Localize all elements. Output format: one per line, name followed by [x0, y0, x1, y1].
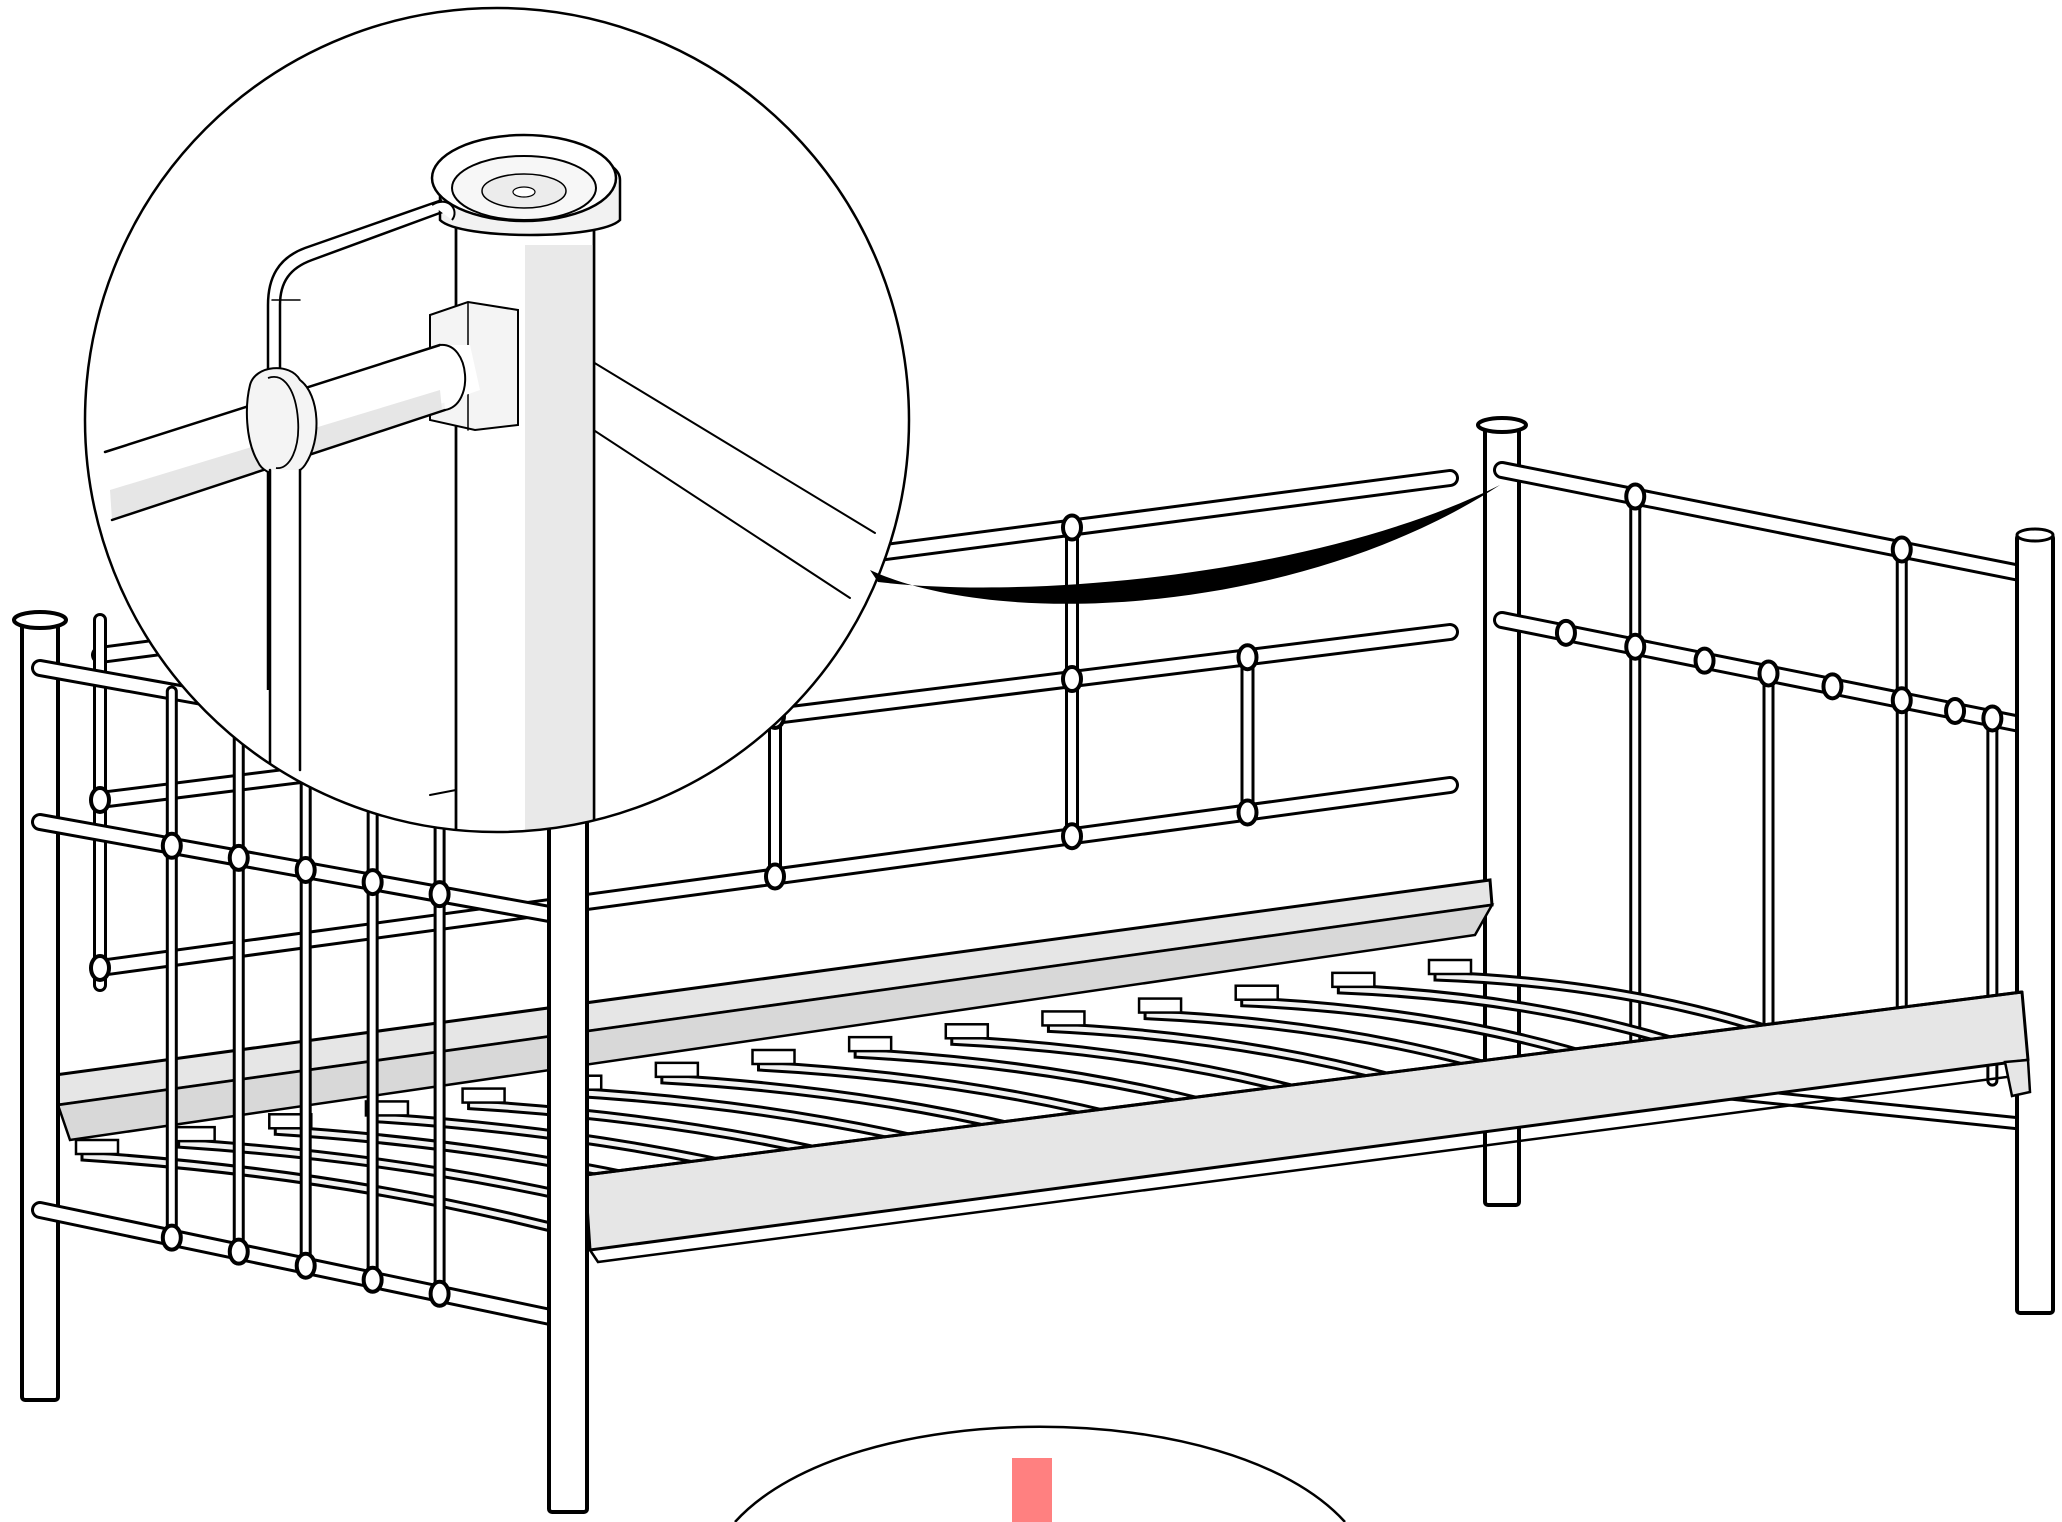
clamp-ring	[1757, 659, 1780, 688]
clamp-ring	[227, 1237, 250, 1266]
clamp-ring	[294, 855, 317, 884]
back-ring	[1061, 513, 1083, 542]
back-left-post	[20, 612, 60, 1402]
detail-magnifier	[83, 6, 911, 834]
clamp-ring	[1981, 704, 2004, 733]
detail-leader-band	[870, 485, 1500, 604]
post-cap	[12, 610, 68, 630]
clamp-ring	[160, 831, 183, 860]
clamp-ring	[89, 786, 111, 814]
clamp-ring	[1624, 632, 1647, 661]
front-right-post	[2015, 527, 2055, 1315]
back-ring	[1061, 822, 1083, 851]
second-detail-magnifier	[734, 1425, 1346, 1522]
clamp-ring	[428, 1279, 451, 1308]
clamp-ring	[361, 868, 384, 897]
right-end-panel	[1493, 461, 2055, 1315]
slat-base	[74, 958, 1782, 1242]
clamp-ring	[428, 880, 451, 909]
clamp-ring	[1944, 696, 1967, 725]
clamp-ring	[361, 1265, 384, 1294]
clamp-ring	[1554, 618, 1577, 647]
clamp-ring	[89, 954, 111, 982]
clamp-ring	[1890, 535, 1913, 564]
clamp-ring	[1236, 643, 1259, 672]
clamp-ring	[1236, 798, 1259, 827]
clamp-ring	[1890, 686, 1913, 715]
clamp-ring	[1624, 482, 1647, 511]
joint-close-up	[100, 133, 880, 832]
back-side-rail-face	[56, 903, 1495, 1142]
back-ring	[764, 862, 786, 891]
post-cap	[1476, 416, 1528, 434]
highlight-marker	[1012, 1458, 1052, 1522]
right-top-rail	[1493, 461, 2044, 585]
clamp-ring	[1693, 646, 1716, 675]
clamp-ring	[294, 1251, 317, 1280]
clamp-ring	[1821, 672, 1844, 701]
clamp-ring	[160, 1223, 183, 1252]
clamp-ring	[227, 843, 250, 872]
back-ring	[1061, 665, 1083, 694]
back-frame	[53, 416, 1528, 1207]
